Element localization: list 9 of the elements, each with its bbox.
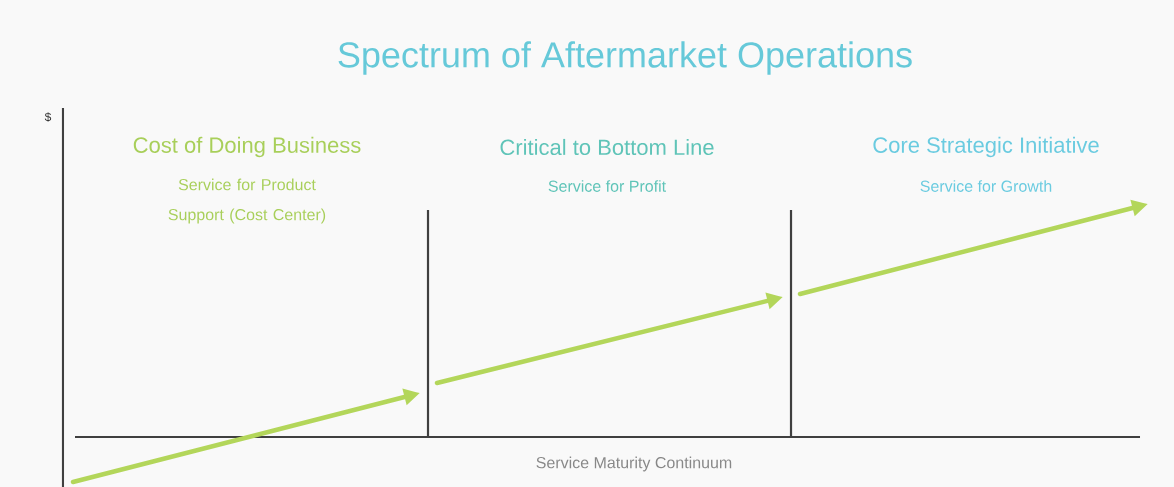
column-subheading: Service for Growth [920, 180, 1052, 192]
axis-label: $ [44, 112, 52, 122]
axis-label: Service Maturity Continuum [536, 456, 732, 472]
column-subheading: Service for Profit [548, 180, 666, 192]
column-heading: Core Strategic Initiative [873, 136, 1099, 158]
title: Spectrum of Aftermarket Operations [338, 41, 912, 75]
column-heading: Cost of Doing Business [133, 136, 361, 158]
column-heading: Critical to Bottom Line [500, 138, 714, 156]
column-subheading: Service for Product Support (Cost Center) [168, 178, 326, 224]
